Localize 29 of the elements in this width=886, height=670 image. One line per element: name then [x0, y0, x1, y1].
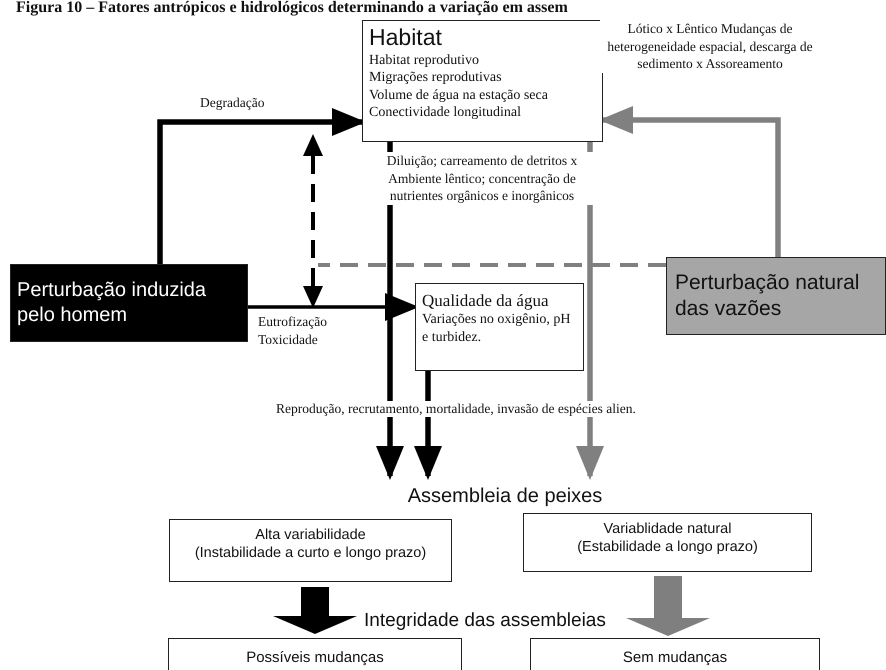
figure-title: Figura 10 – Fatores antrópicos e hidrológicos determinando a variação em assem [16, 0, 568, 17]
process-box [415, 283, 584, 371]
process-box [530, 638, 820, 670]
box-body-text: Variações no oxigênio, pH e turbidez. [422, 311, 572, 346]
factor-text: Habitat reprodutivo [369, 52, 480, 70]
process-box [362, 20, 603, 142]
factor-text: Migrações reprodutivas [369, 69, 502, 87]
block-arrow [626, 576, 710, 636]
block-arrow [273, 587, 357, 634]
process-box [523, 513, 812, 572]
factor-text: Conectividade longitudinal [369, 104, 522, 122]
effects-note: Reprodução, recrutamento, mortalidade, invasão de espécies alien. [274, 401, 638, 417]
cause-box [666, 257, 886, 335]
box-heading: Perturbação induzida pelo homem [17, 278, 208, 328]
box-body-text: (Instabilidade a curto e longo prazo) [194, 544, 426, 562]
outcome-text: Possíveis mudanças [246, 649, 384, 668]
factor-text: Volume de água na estação seca [369, 86, 548, 104]
box-heading: Perturbação natural das vazões [675, 270, 860, 322]
box-heading: Variablidade natural [604, 520, 732, 538]
process-box [169, 519, 452, 582]
cause-box [10, 264, 248, 342]
outcome-text: Sem mudanças [622, 649, 728, 668]
box-heading: Habitat [369, 23, 442, 52]
box-body-text: (Estabilidade a longo prazo) [577, 538, 758, 556]
assembly-heading: Assembleia de peixes [408, 484, 602, 509]
box-heading: Qualidade da água [422, 290, 548, 312]
box-heading: Alta variabilidade [255, 526, 366, 544]
process-box [168, 638, 462, 670]
arrow [414, 371, 442, 480]
